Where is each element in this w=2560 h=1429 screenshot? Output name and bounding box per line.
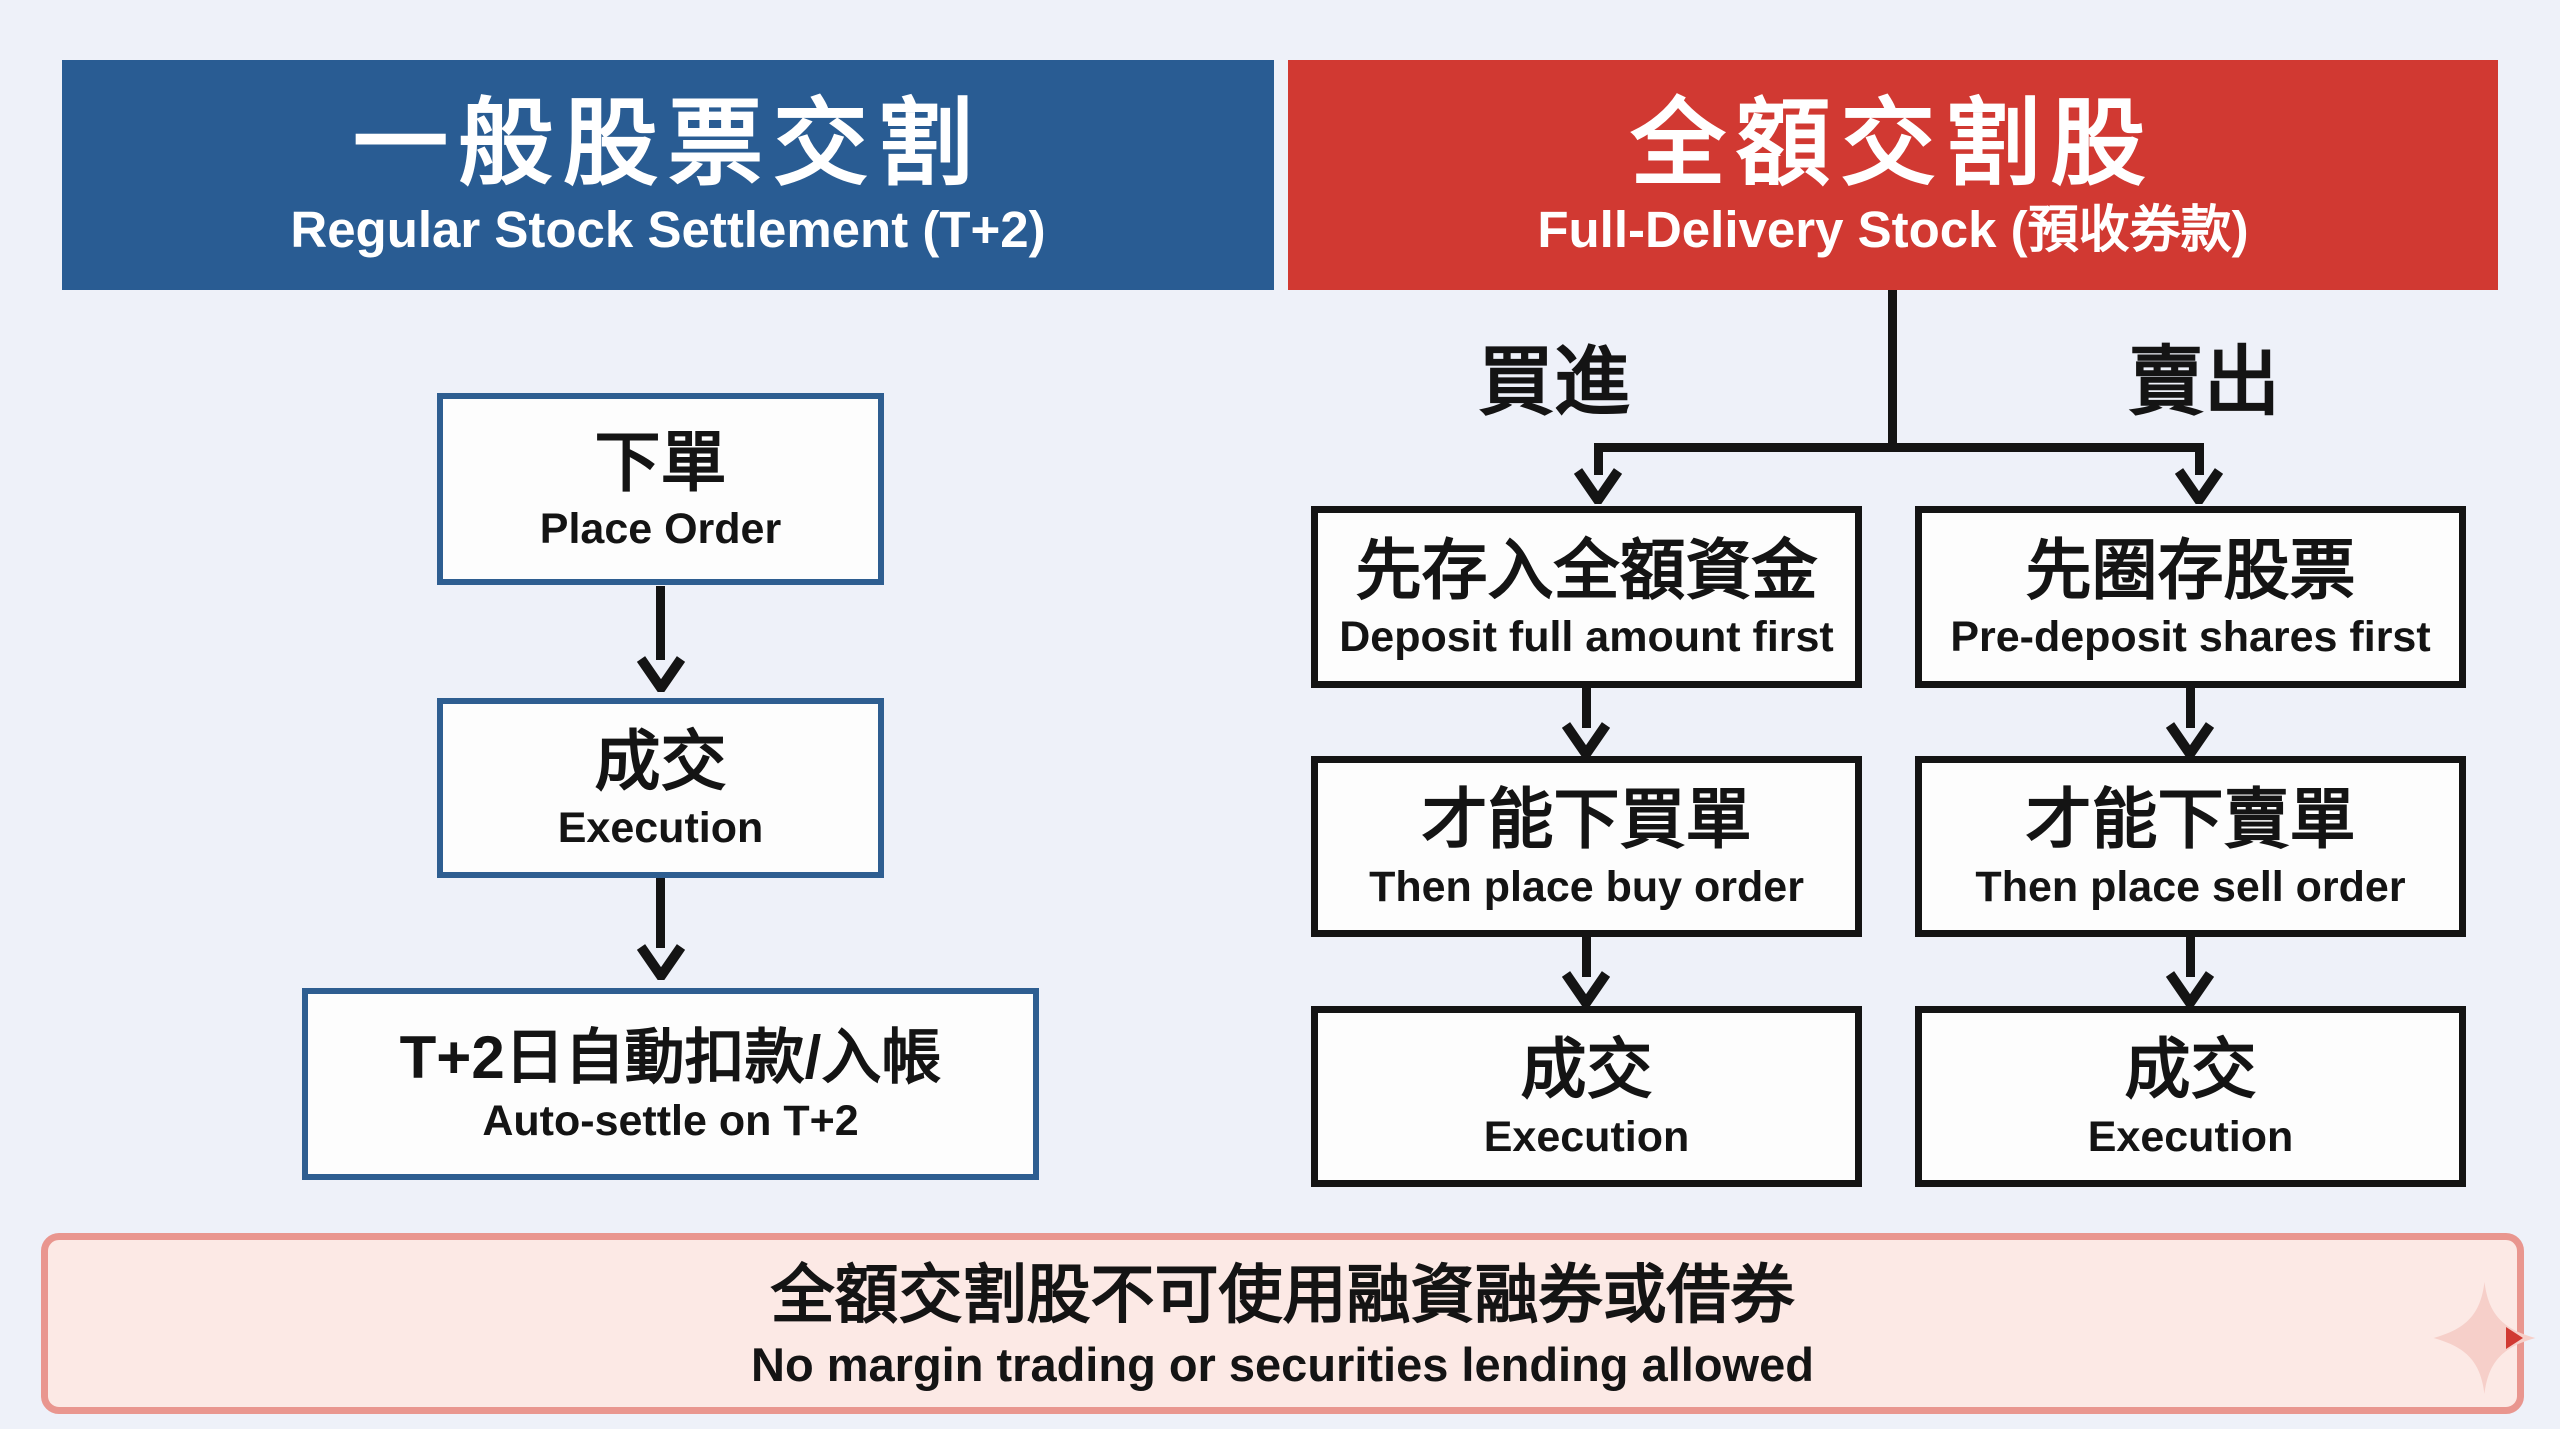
buy-step-deposit-funds: 先存入全額資金 Deposit full amount first [1311,506,1862,688]
sell-step-place-sell-order: 才能下賣單 Then place sell order [1915,756,2466,937]
buy-step-execution: 成交 Execution [1311,1006,1862,1187]
regular-step-place-order-en: Place Order [539,505,782,554]
sell-step-place-sell-order-zh: 才能下賣單 [2025,782,2356,857]
arrow-down-icon [2166,722,2214,758]
full-delivery-header: 全額交割股 Full-Delivery Stock (預收券款) [1288,60,2498,290]
regular-settlement-title-en: Regular Stock Settlement (T+2) [290,201,1046,259]
regular-step-place-order: 下單 Place Order [437,393,884,585]
sell-branch-label: 賣出 [2128,340,2280,425]
regular-settlement-header: 一般股票交割 Regular Stock Settlement (T+2) [62,60,1274,290]
connector-line [656,878,665,948]
buy-step-execution-zh: 成交 [1520,1032,1653,1107]
regular-step-auto-settle-en: Auto-settle on T+2 [482,1096,859,1145]
connector-line [1594,443,1603,475]
arrow-down-icon [637,944,685,980]
regular-settlement-title-zh: 一般股票交割 [352,90,983,197]
connector-line [1888,290,1897,452]
full-delivery-title-zh: 全額交割股 [1630,90,2156,197]
buy-step-deposit-funds-en: Deposit full amount first [1339,613,1834,662]
buy-step-place-buy-order-zh: 才能下買單 [1421,782,1752,857]
arrow-down-icon [1562,722,1610,758]
regular-step-place-order-zh: 下單 [594,424,727,499]
red-marker-icon [2506,1327,2523,1349]
no-margin-notice-zh: 全額交割股不可使用融資融券或借券 [770,1258,1795,1331]
full-delivery-title-en: Full-Delivery Stock (預收券款) [1537,201,2249,259]
arrow-down-icon [1562,971,1610,1007]
regular-step-execution: 成交 Execution [437,698,884,878]
buy-step-place-buy-order-en: Then place buy order [1369,862,1804,911]
arrow-down-icon [1574,468,1622,504]
regular-step-execution-zh: 成交 [594,723,727,798]
connector-line [2186,937,2195,977]
regular-step-auto-settle: T+2日自動扣款/入帳 Auto-settle on T+2 [302,988,1039,1180]
sparkle-icon [2433,1282,2536,1394]
regular-step-execution-en: Execution [557,804,764,853]
buy-step-execution-en: Execution [1483,1112,1690,1161]
buy-step-place-buy-order: 才能下買單 Then place buy order [1311,756,1862,937]
regular-step-auto-settle-zh: T+2日自動扣款/入帳 [399,1023,942,1091]
connector-line [1594,443,2204,452]
arrow-down-icon [2175,468,2223,504]
sell-step-predeposit-shares-zh: 先圈存股票 [2025,532,2356,607]
connector-line [1582,937,1591,977]
connector-line [1582,688,1591,728]
arrow-down-icon [637,656,685,692]
connector-line [2195,443,2204,475]
no-margin-notice-banner: 全額交割股不可使用融資融券或借券 No margin trading or se… [41,1233,2524,1414]
connector-line [2186,688,2195,728]
sell-step-predeposit-shares: 先圈存股票 Pre-deposit shares first [1915,506,2466,688]
buy-branch-label: 買進 [1478,340,1630,425]
buy-step-deposit-funds-zh: 先存入全額資金 [1355,532,1818,607]
arrow-down-icon [2166,971,2214,1007]
sell-step-execution: 成交 Execution [1915,1006,2466,1187]
sell-step-execution-en: Execution [2087,1112,2294,1161]
sell-step-place-sell-order-en: Then place sell order [1975,862,2406,911]
sell-step-execution-zh: 成交 [2124,1032,2257,1107]
no-margin-notice-en: No margin trading or securities lending … [751,1337,1814,1391]
sell-step-predeposit-shares-en: Pre-deposit shares first [1950,613,2431,662]
connector-line [656,586,665,660]
